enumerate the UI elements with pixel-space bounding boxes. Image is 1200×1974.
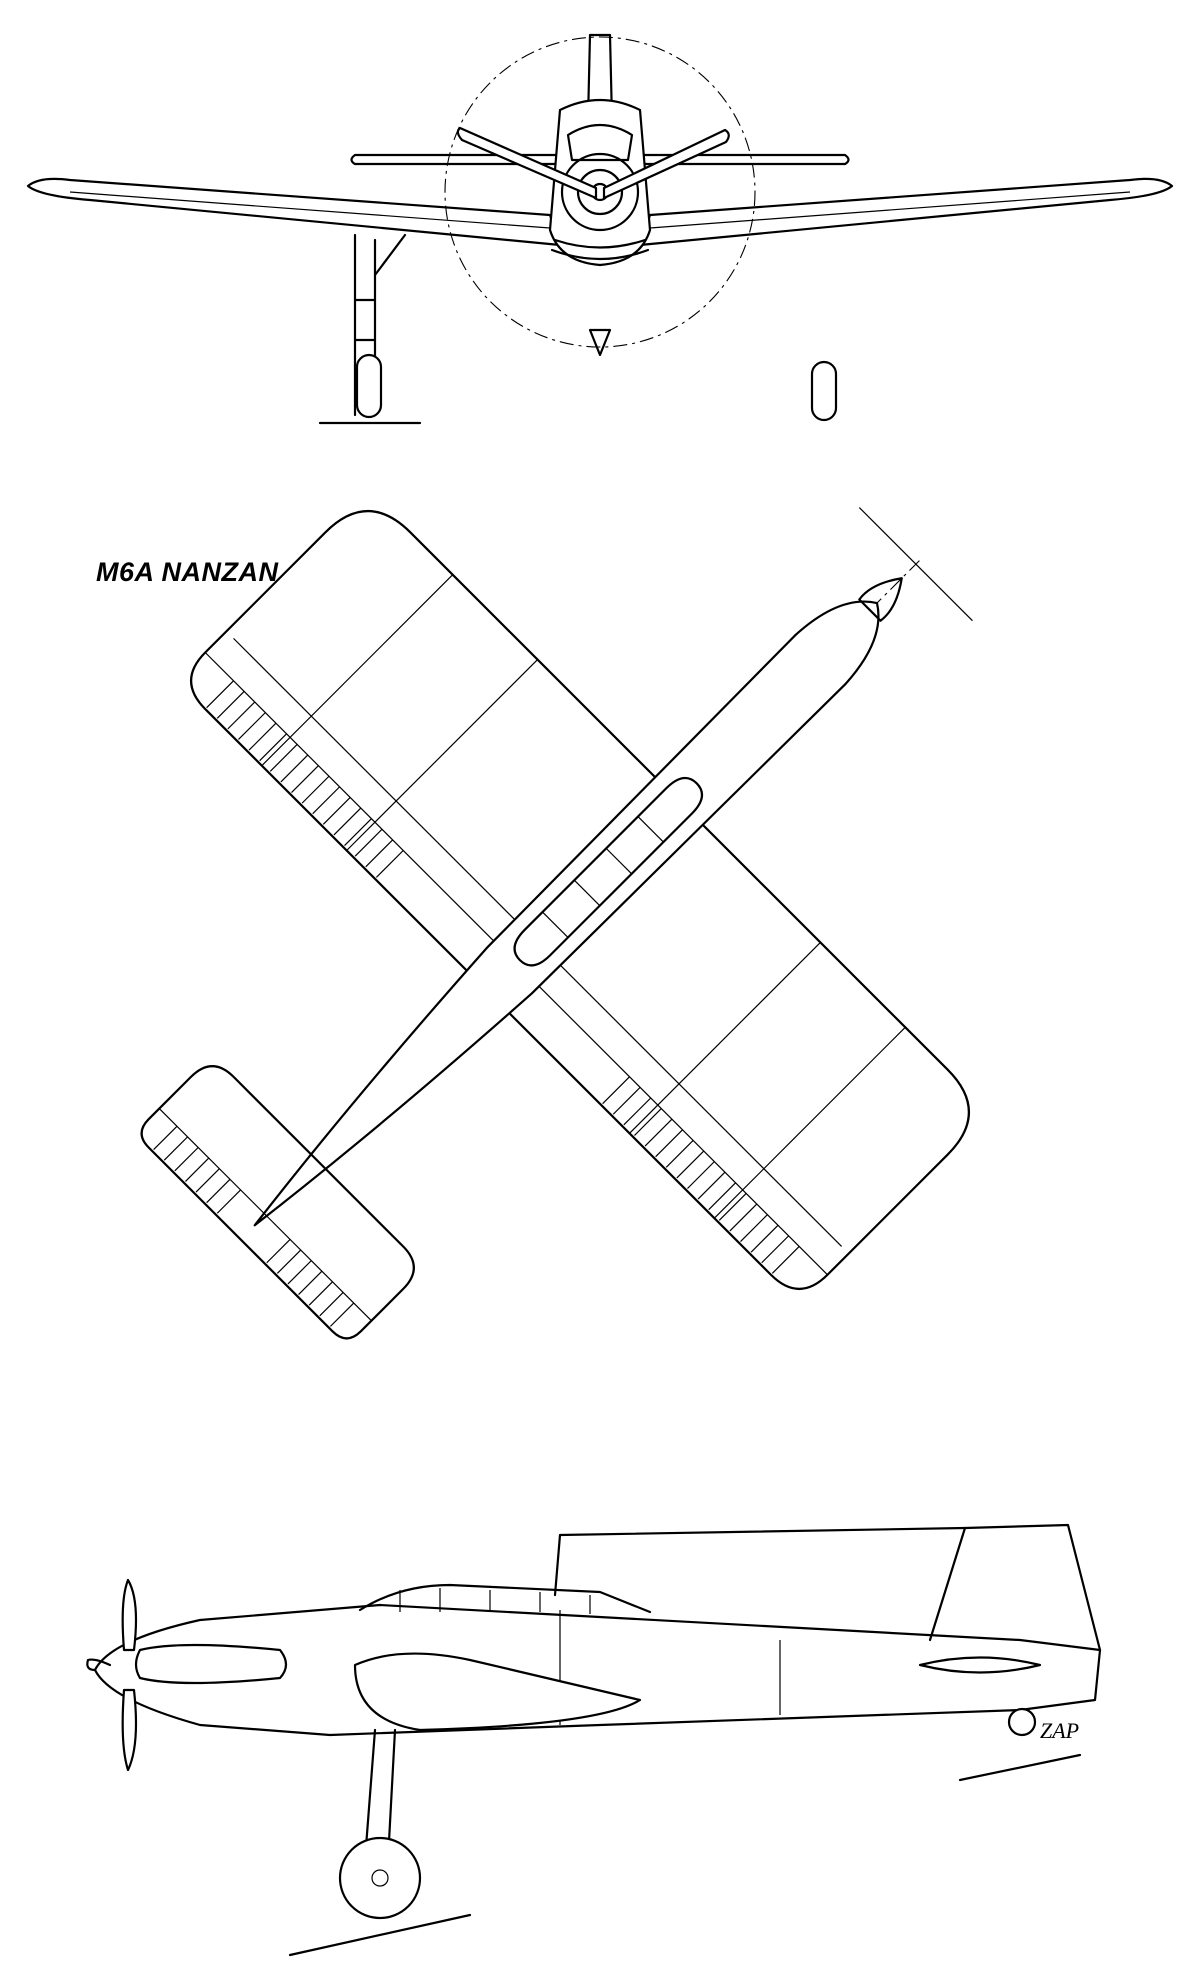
front-view-fuselage: [548, 98, 652, 267]
side-view-canopy-tail: [553, 1523, 1102, 1674]
side-view-propeller: [86, 1578, 138, 1772]
top-view-tailplane: [140, 1065, 415, 1340]
side-view-fuselage: [93, 1583, 1102, 1737]
side-view-landing-gear: [288, 1707, 1082, 1957]
side-view: [86, 1523, 1102, 1957]
front-view-propeller: [444, 36, 756, 357]
front-view: [26, 33, 1174, 425]
front-view-tailplane: [350, 153, 850, 166]
side-view-float: [353, 1652, 642, 1732]
top-view: [140, 507, 973, 1340]
front-view-landing-gear: [318, 233, 838, 425]
artist-signature: ΖΑΡ: [1040, 1718, 1080, 1743]
top-view-fuselage: [253, 507, 973, 1227]
aircraft-title: M6A NANZAN: [96, 557, 279, 587]
